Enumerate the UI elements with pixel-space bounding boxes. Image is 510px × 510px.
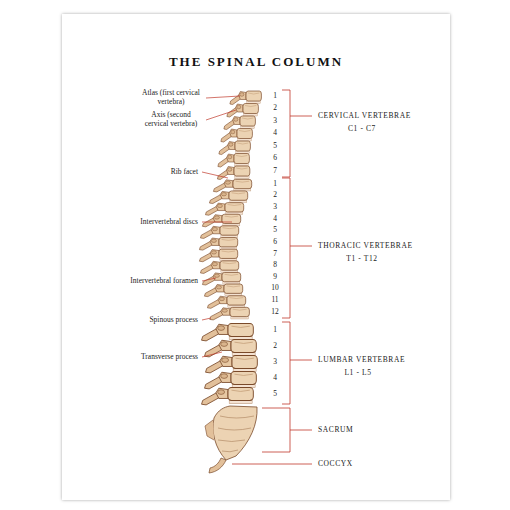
callout-number: 5 [273,142,277,151]
callout-number: 4 [273,374,277,383]
callout-number: 9 [273,273,277,282]
region-label: CERVICAL VERTEBRAE [318,112,411,121]
vertebra [209,191,247,204]
callout-number: 2 [273,104,277,113]
region-label: THORACIC VERTEBRAE [318,242,413,251]
vertebra [205,203,243,216]
vertebra [199,249,237,262]
callout-number: 11 [271,296,278,305]
vertebra [206,356,258,373]
callout-number: 1 [273,180,277,189]
callout-number: 10 [271,284,279,293]
callout-number: 8 [273,261,277,270]
callout-number: 3 [273,117,277,126]
region-range: C1 - C7 [348,125,376,134]
callout-number: 6 [273,154,277,163]
vertebra [202,388,254,405]
sacrum-ridges [218,416,254,452]
thoracic-bracket [282,178,312,318]
part-label: Axis (second cervical vertebra) [140,111,202,128]
region-label: LUMBAR VERTEBRAE [318,356,405,365]
brackets [232,90,312,464]
callout-number: 2 [273,342,277,351]
callout-number: 4 [273,215,277,224]
vertebra [224,116,256,130]
leader-line [202,222,232,223]
sacrum-crest [205,420,214,440]
vertebra [230,91,262,105]
leader-line [206,96,240,98]
sacrum-bone [213,406,257,460]
callout-number: 5 [273,226,277,235]
callout-number: 12 [271,308,279,317]
cervical-bracket [282,90,312,177]
part-label: Intervertebral discs [140,218,198,227]
lumbar-bracket [282,322,312,404]
vertebra [207,296,245,309]
region-label: SACRUM [318,426,353,435]
vertebra [205,372,257,389]
vertebra [202,214,240,227]
callout-number: 3 [273,203,277,212]
callout-number: 3 [273,358,277,367]
leader-line [206,110,236,120]
vertebra [218,154,250,168]
leader-line [202,352,222,357]
coccyx-leader [232,464,312,465]
lumbar-vertebrae [202,324,258,405]
vertebra [210,307,250,320]
poster-title: THE SPINAL COLUMN [169,55,343,70]
callout-number: 7 [273,250,277,259]
leader-line [202,172,228,178]
callout-number: 1 [273,92,277,101]
callout-number: 6 [273,238,277,247]
region-label: COCCYX [318,460,353,469]
cervical-vertebrae [217,91,261,180]
vertebra [200,261,238,274]
region-range: L1 - L5 [344,369,371,378]
callout-number: 1 [273,326,277,335]
poster-sheet [62,14,450,500]
coccyx-bone [209,458,226,473]
vertebra [202,272,240,285]
vertebra [227,104,259,118]
part-label: Intervertebral foramen [130,277,198,286]
part-label: Spinous process [149,316,198,325]
vertebra [204,284,242,297]
vertebra [213,179,251,192]
sacrum-bracket [262,408,312,452]
leader-lines [202,96,240,357]
vertebra [219,141,251,155]
leader-line [202,318,211,320]
vertebra [199,238,237,251]
callout-number: 5 [273,390,277,399]
part-label: Rib facet [171,168,198,177]
callout-number: 4 [273,129,277,138]
vertebra [202,324,254,341]
vertebra [221,129,253,143]
vertebra [200,226,238,239]
callout-number: 2 [273,191,277,200]
part-label: Transverse process [141,353,198,362]
vertebra [217,166,249,180]
region-range: T1 - T12 [346,255,377,264]
thoracic-vertebrae [199,179,251,320]
leader-line [202,278,216,281]
callout-number: 7 [273,167,277,176]
part-label: Atlas (first cervical vertebra) [140,89,202,106]
